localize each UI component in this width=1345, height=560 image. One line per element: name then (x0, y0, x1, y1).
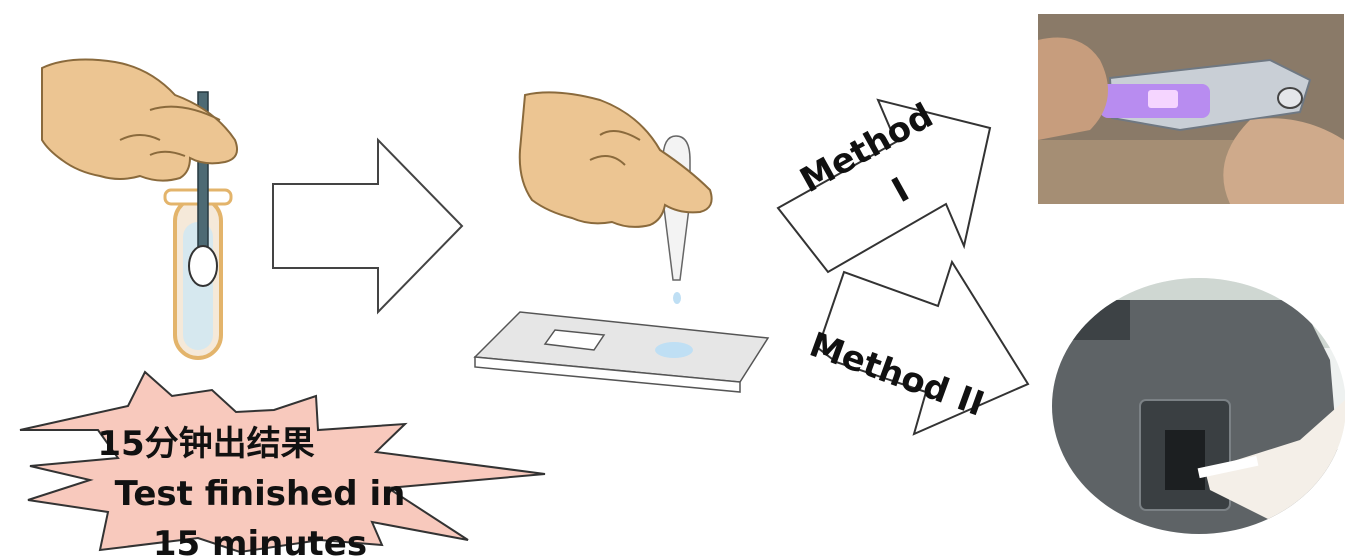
test-tube-swab-step (41, 58, 238, 360)
benchtop-analyzer-photo (1052, 278, 1345, 534)
result-time-burst: 15分钟出结果 Test finished in 15 minutes (19, 370, 546, 560)
method-2-arrow[interactable]: Method II (804, 259, 1030, 436)
hand-holding-dropper-icon (518, 91, 713, 228)
result-line-en2: 15 minutes (153, 524, 367, 560)
handheld-reader-photo (1038, 14, 1344, 204)
method-1-arrow[interactable]: Method I (776, 96, 992, 274)
hand-holding-swab-icon (41, 58, 238, 182)
swab-icon (188, 91, 218, 287)
flow-arrow-1 (272, 137, 464, 315)
result-line-cn: 15分钟出结果 (97, 424, 314, 464)
test-slide-icon (473, 311, 770, 393)
dropper-slide-step (473, 91, 770, 393)
result-line-en1: Test finished in (115, 474, 406, 514)
